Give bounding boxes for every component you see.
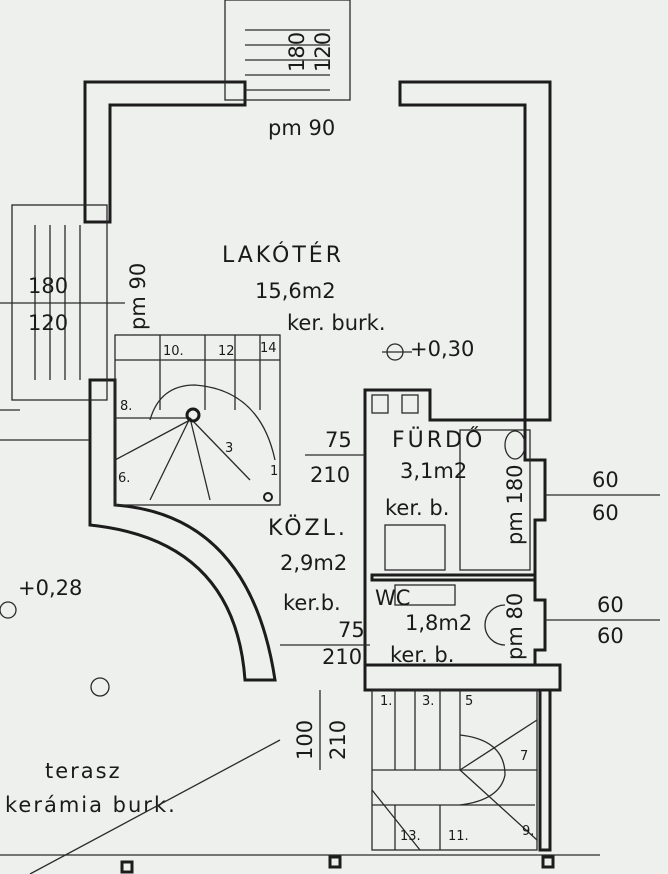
room-area-bath: 3,1m2 [400,459,467,483]
lower-stair: 1. 3. 5 7 9. 11. 13. [371,689,538,851]
level-terrace: +0,28 [18,576,82,600]
step-number: 3. [422,694,434,709]
step-number: 9. [522,824,534,839]
level-marker-icon [382,343,412,361]
room-name-living: LAKÓTÉR [222,242,344,268]
column-markers [120,855,555,874]
bath-window-height: 60 [592,501,619,525]
wc-window-width: 60 [597,593,624,617]
bath-door-height: 210 [310,463,350,487]
left-window-width: 180 [28,274,68,298]
step-number: 10. [163,344,184,359]
level-marker-icon [0,601,17,619]
top-window-height: 120 [311,32,335,72]
step-number: 6. [118,471,130,486]
wc-window-sill: pm 80 [503,593,527,660]
floor-finish-bath: ker. b. [385,496,449,520]
top-window: 180 120 [224,0,351,101]
walls [0,80,600,856]
bath-window-width: 60 [592,468,619,492]
room-area-living: 15,6m2 [255,279,336,303]
wc-door-height: 210 [322,645,362,669]
floor-finish-wc: ker. b. [390,643,454,667]
left-window-sill: pm 90 [126,263,150,330]
upper-stair: 10. 12 14 8. 6. 3 1 [114,334,281,506]
step-number: 1 [270,464,278,479]
step-number: 5 [465,694,473,709]
top-window-width: 180 [285,32,309,72]
entry-door-width: 100 [293,720,317,760]
step-number: 3 [225,441,233,456]
floor-finish-living: ker. burk. [287,311,386,335]
wc-window-height: 60 [597,624,624,648]
entry-door-height: 210 [326,720,350,760]
step-number: 13. [400,829,421,844]
top-window-sill: pm 90 [268,116,335,140]
left-window: 180 120 pm 90 [0,204,150,401]
room-name-terrace: terasz [45,759,122,783]
step-number: 12 [218,344,235,359]
level-living: +0,30 [410,337,474,361]
step-number: 1. [380,694,392,709]
wc-door-width: 75 [338,618,365,642]
step-number: 8. [120,399,132,414]
room-name-wc: WC [375,586,410,610]
room-area-wc: 1,8m2 [405,611,472,635]
floor-finish-hall: ker.b. [283,591,341,615]
step-number: 7 [520,749,528,764]
floor-finish-terrace: kerámia burk. [5,793,177,817]
room-name-hall: KÖZL. [268,515,348,541]
room-area-hall: 2,9m2 [280,551,347,575]
step-number: 11. [448,829,469,844]
room-name-bath: FÜRDŐ [392,427,485,453]
bath-fixtures [371,394,531,646]
step-number: 14 [260,341,277,356]
bath-door-width: 75 [325,428,352,452]
column-marker [90,677,110,697]
left-window-height: 120 [28,311,68,335]
bath-window-sill: pm 180 [503,464,527,545]
